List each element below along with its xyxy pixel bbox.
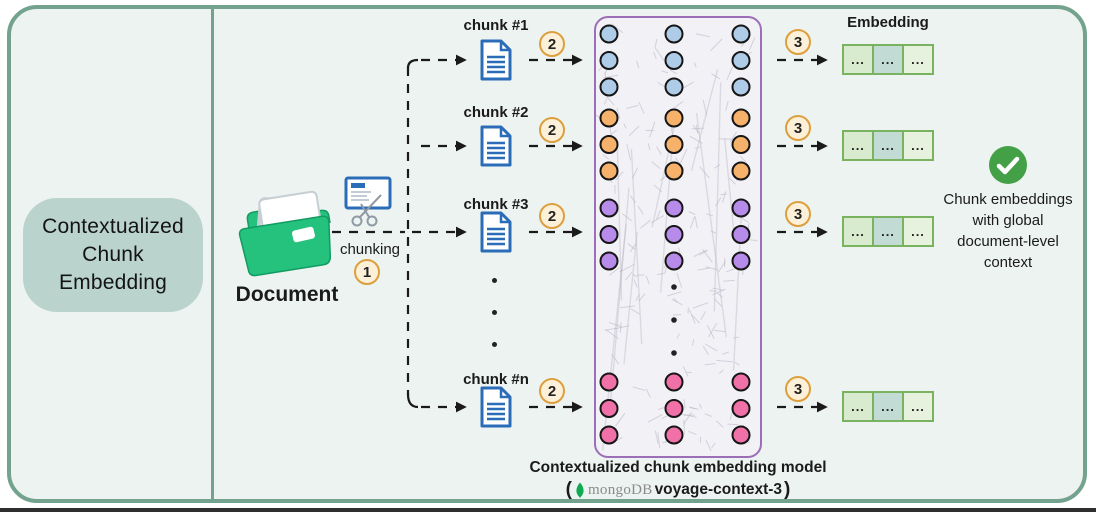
step-2-badge: 2 xyxy=(539,117,565,143)
chunk-3-label: chunk #3 xyxy=(463,196,529,213)
scissors-chunking-icon xyxy=(344,176,392,227)
chunk-2-label: chunk #2 xyxy=(463,104,529,121)
result-line: with global xyxy=(972,212,1044,229)
model-subcaption: ( mongoDB voyage-context-3 ) xyxy=(520,479,836,501)
result-text: Chunk embeddings with global document-le… xyxy=(925,189,1091,273)
embedding-header: Embedding xyxy=(847,14,929,31)
mongodb-wordmark: mongoDB xyxy=(587,481,653,498)
embedding-cell: ... xyxy=(844,393,872,420)
embedding-cell: ... xyxy=(844,218,872,245)
embedding-vector: ... ... ... xyxy=(842,130,934,161)
title-line: Embedding xyxy=(58,271,168,294)
embedding-vector: ... ... ... xyxy=(842,216,934,247)
title-line: Contextualized xyxy=(42,215,184,238)
embedding-cell: ... xyxy=(902,132,932,159)
embedding-cell: ... xyxy=(902,218,932,245)
document-icon xyxy=(480,386,512,428)
step-3-badge: 3 xyxy=(785,201,811,227)
chunk-n-label: chunk #n xyxy=(463,371,529,388)
embedding-cell: ... xyxy=(902,393,932,420)
folder-icon xyxy=(238,190,332,277)
vertical-divider xyxy=(211,7,214,501)
checkmark-icon xyxy=(989,146,1027,184)
step-2-badge: 2 xyxy=(539,378,565,404)
document-icon xyxy=(480,211,512,253)
ellipsis-dot xyxy=(492,342,497,347)
step-3-badge: 3 xyxy=(785,376,811,402)
result-line: Chunk embeddings xyxy=(943,191,1073,208)
step-1-badge: 1 xyxy=(354,259,380,285)
document-icon xyxy=(480,39,512,81)
document-label: Document xyxy=(235,283,339,306)
diagram-title-box: Contextualized Chunk Embedding xyxy=(23,198,203,312)
embedding-cell: ... xyxy=(844,46,872,73)
embedding-cell: ... xyxy=(872,132,902,159)
model-box xyxy=(594,16,762,458)
step-2-badge: 2 xyxy=(539,31,565,57)
step-3-badge: 3 xyxy=(785,115,811,141)
embedding-cell: ... xyxy=(844,132,872,159)
chunk-1-label: chunk #1 xyxy=(463,17,529,34)
embedding-vector: ... ... ... xyxy=(842,391,934,422)
document-icon xyxy=(480,125,512,167)
embedding-cell: ... xyxy=(872,218,902,245)
title-line: Chunk xyxy=(82,243,144,266)
mongodb-leaf-icon xyxy=(576,482,584,498)
bottom-edge-line xyxy=(0,508,1096,512)
paren-open: ( xyxy=(565,479,572,500)
paren-close: ) xyxy=(784,479,791,500)
result-line: document-level xyxy=(957,233,1059,250)
embedding-cell: ... xyxy=(902,46,932,73)
model-name: voyage-context-3 xyxy=(654,481,783,498)
embedding-cell: ... xyxy=(872,46,902,73)
result-line: context xyxy=(983,254,1033,271)
step-2-badge: 2 xyxy=(539,203,565,229)
ellipsis-dot xyxy=(492,310,497,315)
node-grid xyxy=(596,23,758,452)
step-3-badge: 3 xyxy=(785,29,811,55)
model-caption: Contextualized chunk embedding model xyxy=(529,459,827,476)
embedding-cell: ... xyxy=(872,393,902,420)
ellipsis-dot xyxy=(492,278,497,283)
chunking-label: chunking xyxy=(339,241,401,258)
embedding-vector: ... ... ... xyxy=(842,44,934,75)
